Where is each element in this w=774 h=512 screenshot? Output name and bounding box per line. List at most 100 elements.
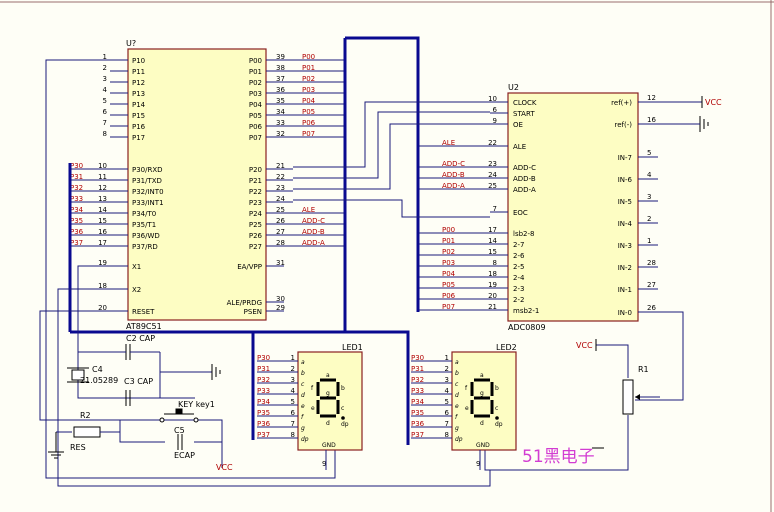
mcu-net-label: P37 (70, 239, 83, 247)
mcu-net-label: ADD-A (302, 239, 325, 247)
ground-icon (211, 364, 221, 380)
led-ref: LED1 (342, 343, 363, 352)
adc-net-label: P00 (442, 226, 455, 234)
adc-net-label: P02 (442, 248, 455, 256)
led-net-label: P36 (257, 420, 271, 428)
mcu-net-label: P05 (302, 108, 315, 116)
mcu-pin-number: 30 (276, 295, 285, 303)
control-wires (39, 59, 700, 487)
adc-pin-number: 23 (488, 160, 497, 168)
led-seg-name: f (301, 414, 304, 421)
adc-pin-number: 3 (647, 193, 651, 201)
mcu-pin-number: 7 (103, 119, 107, 127)
led-segment-letter: b (341, 385, 345, 392)
mcu-pin-number: 29 (276, 304, 285, 312)
mcu-pin-name: ALE/PRDG (227, 299, 262, 307)
mcu-pin-number: 2 (103, 64, 107, 72)
vcc-bottom-label: VCC (216, 463, 233, 472)
mcu-pin-name: P34/T0 (132, 210, 156, 218)
adc-pin-number: 15 (488, 248, 497, 256)
adc-pin-number: 1 (647, 237, 651, 245)
led-seg-name: c (301, 381, 305, 388)
adc-vcc-label: VCC (705, 98, 722, 107)
led-net-label: P37 (411, 431, 424, 439)
mcu-pin-number: 39 (276, 53, 285, 61)
mcu-pin-number: 14 (98, 206, 107, 214)
mcu-pin-name: P11 (132, 68, 145, 76)
led-seg-name: b (301, 370, 305, 377)
adc-pin-name: IN-4 (618, 220, 633, 228)
mcu-pin-name: P36/WD (132, 232, 160, 240)
potentiometer-r1[interactable] (622, 379, 660, 415)
led-body (451, 351, 517, 451)
mcu-pin-name: P01 (249, 68, 262, 76)
mcu-pin-name: P26 (249, 232, 263, 240)
mcu-pin-number: 23 (276, 184, 285, 192)
mcu-pin-name: P37/RD (132, 243, 158, 251)
mcu-pin-number: 24 (276, 195, 285, 203)
led-seg-name: dp (301, 436, 309, 443)
adc-pin-number: 2 (647, 215, 651, 223)
led-net-label: P34 (257, 398, 271, 406)
mcu-pin-name: P21 (249, 177, 262, 185)
adc-pin-name: IN-3 (618, 242, 632, 250)
mcu-pin-name: P07 (249, 134, 262, 142)
led-net-label: P35 (411, 409, 424, 417)
mcu-pin-number: 1 (103, 53, 107, 61)
led-net-label: P33 (257, 387, 270, 395)
ground-icon (48, 432, 64, 459)
mcu-pin-number: 5 (103, 97, 107, 105)
adc-net-label: P01 (442, 237, 455, 245)
adc-pin-number: 14 (488, 237, 497, 245)
crystal-label: 21.05289 (80, 376, 118, 385)
mcu-pin-number: 35 (276, 97, 285, 105)
adc-pin-number: 18 (488, 270, 497, 278)
mcu-pin-number: 25 (276, 206, 285, 214)
mcu-ref: U? (126, 39, 136, 48)
mcu-pin-name: P27 (249, 243, 262, 251)
adc-pin-number: 10 (488, 95, 497, 103)
led-gnd-label: GND (322, 442, 336, 449)
key-switch[interactable] (159, 408, 199, 423)
mcu-pin-name: P05 (249, 112, 262, 120)
mcu-pin-name: P32/INT0 (132, 188, 164, 196)
r2-resistor (73, 426, 101, 438)
led-pin-number: 4 (445, 387, 450, 395)
mcu-pin-name: P23 (249, 199, 262, 207)
mcu-pin-name: P16 (132, 123, 146, 131)
led-segment-letter: f (311, 385, 314, 392)
adc-pin-name: ref(+) (611, 99, 632, 107)
mcu-pin-number: 28 (276, 239, 285, 247)
adc-pin-name: IN-7 (618, 154, 632, 162)
led-segment-letter: dp (495, 421, 503, 428)
adc-pin-number: 12 (647, 94, 656, 102)
mcu-pin-name: P02 (249, 79, 262, 87)
adc-pin-name: 2-3 (513, 285, 524, 293)
mcu-pin-name: P24 (249, 210, 263, 218)
adc-net-label: ADD-A (442, 182, 465, 190)
mcu-pin-number: 20 (98, 304, 107, 312)
adc-net-label: P06 (442, 292, 456, 300)
led-segment-letter: a (480, 372, 484, 379)
mcu-net-label: P36 (70, 228, 84, 236)
led-seg-name: f (455, 414, 458, 421)
c5-label: C5 (174, 426, 185, 435)
mcu-pin-number: 6 (103, 108, 108, 116)
led-net-label: P30 (257, 354, 270, 362)
mcu-pin-name: P03 (249, 90, 262, 98)
led-gnd-label: GND (476, 442, 490, 449)
led-seg-name: d (301, 392, 305, 399)
mcu-pin-number: 37 (276, 75, 285, 83)
mcu-pin-number: 8 (103, 130, 107, 138)
adc-net-label: P04 (442, 270, 456, 278)
led-net-label: P32 (257, 376, 270, 384)
led-pin-number: 8 (291, 431, 295, 439)
adc-pin-name: START (513, 110, 535, 118)
adc-ref: U2 (508, 83, 519, 92)
mcu-pin-name: P35/T1 (132, 221, 156, 229)
